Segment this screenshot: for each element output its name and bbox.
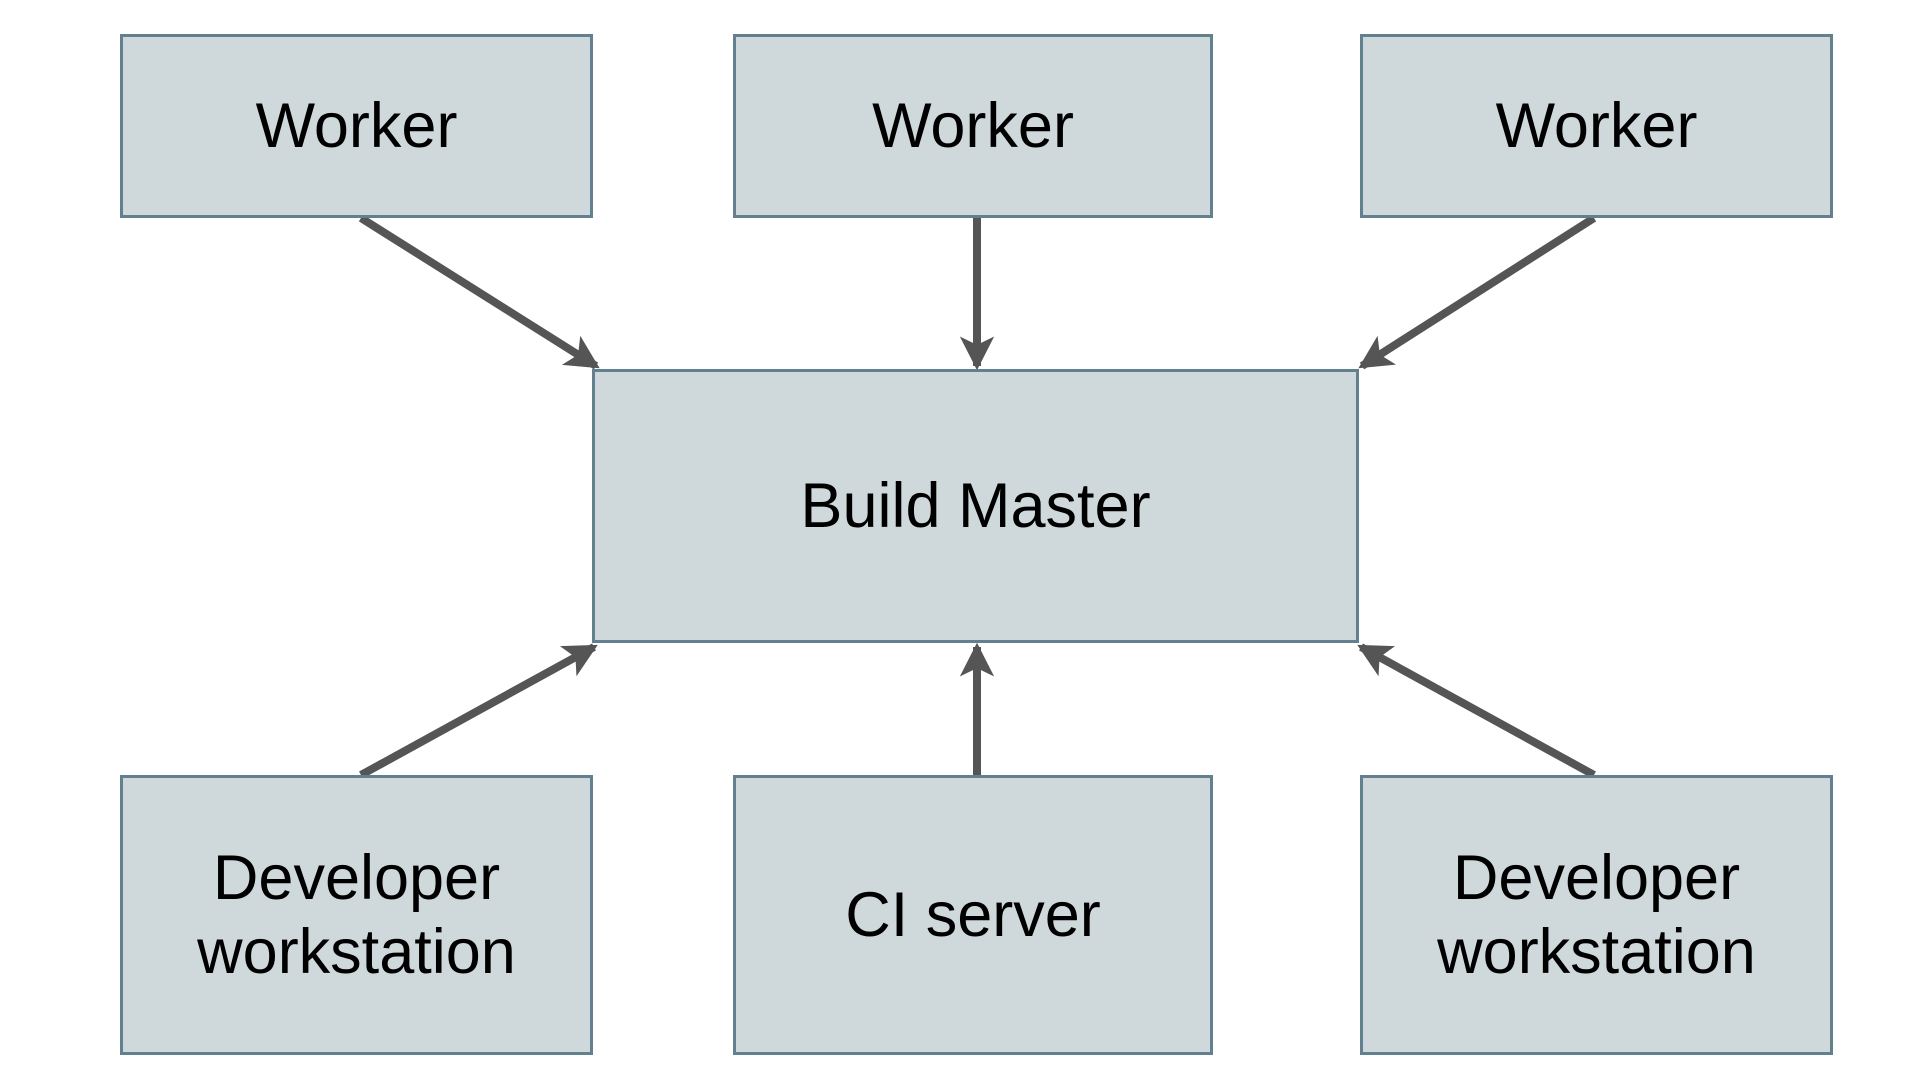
node-developer-workstation-left[interactable]: Developer workstation: [120, 775, 593, 1055]
node-worker-1[interactable]: Worker: [120, 34, 593, 218]
node-worker-1-label: Worker: [255, 90, 458, 161]
node-worker-3-label: Worker: [1495, 90, 1698, 161]
edge-worker-3-to-build-master: [1358, 214, 1597, 370]
node-build-master-label: Build Master: [800, 470, 1151, 541]
node-worker-2-label: Worker: [872, 90, 1074, 161]
edge-worker-1-to-build-master: [358, 214, 600, 370]
node-build-master[interactable]: Build Master: [592, 369, 1359, 643]
node-worker-3[interactable]: Worker: [1360, 34, 1833, 218]
node-worker-2[interactable]: Worker: [733, 34, 1213, 218]
node-developer-workstation-right-label: Developer workstation: [1437, 842, 1756, 987]
node-developer-workstation-right[interactable]: Developer workstation: [1360, 775, 1833, 1055]
edge-dev-ws-1-to-build-master: [359, 643, 598, 779]
node-developer-workstation-left-label: Developer workstation: [197, 842, 516, 987]
edge-dev-ws-2-to-build-master: [1357, 643, 1596, 779]
node-ci-server[interactable]: CI server: [733, 775, 1213, 1055]
node-ci-server-label: CI server: [845, 879, 1101, 950]
